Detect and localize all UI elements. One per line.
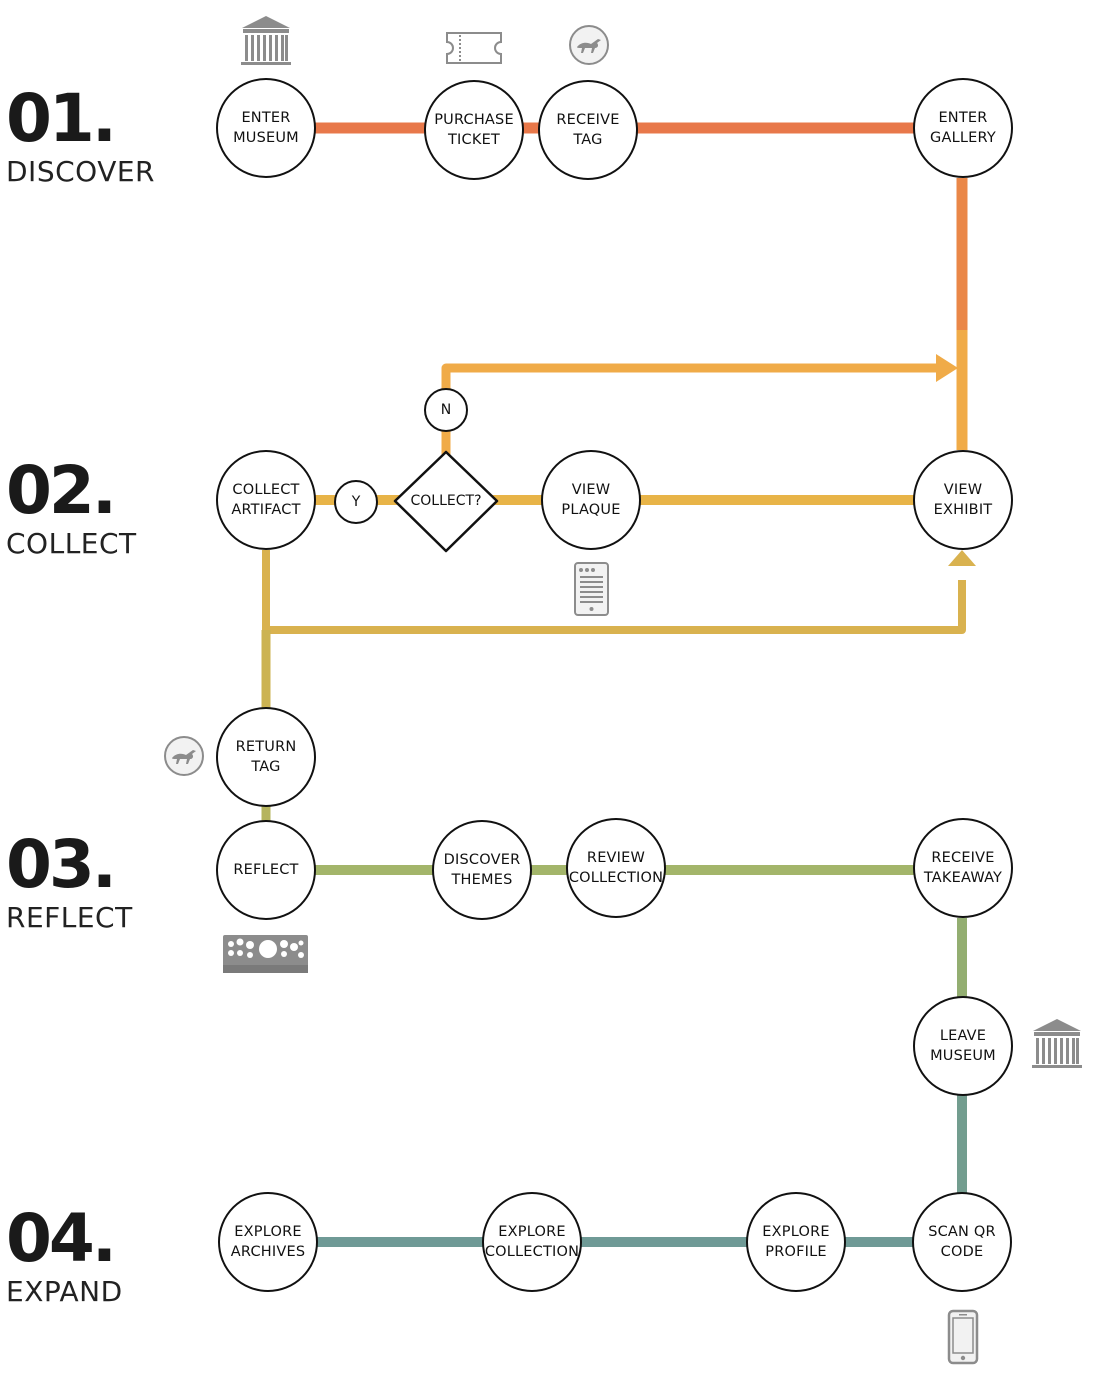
node-label: TAG (251, 759, 281, 775)
node-receive-takeaway: RECEIVE TAKEAWAY (913, 818, 1013, 918)
node-label: RECEIVE (931, 850, 995, 866)
no-branch-arrowhead (936, 354, 958, 382)
stage-name: COLLECT (6, 527, 137, 560)
node-view-exhibit: VIEW EXHIBIT (913, 450, 1013, 550)
node-label: PROFILE (765, 1244, 827, 1260)
decision-yes-node: Y (334, 480, 378, 524)
node-label: COLLECTION (568, 870, 664, 886)
stage-reflect: 03. REFLECT (6, 832, 133, 934)
stage-collect: 02. COLLECT (6, 458, 137, 560)
node-label: ARCHIVES (230, 1244, 306, 1260)
node-label: ENTER (938, 110, 988, 126)
node-label: TAKEAWAY (923, 870, 1003, 886)
dinosaur-tag-icon (569, 25, 609, 65)
return-to-exhibit-connector (262, 550, 966, 634)
collection-display-icon (223, 935, 308, 973)
node-label: EXPLORE (498, 1224, 566, 1240)
stage-number: 01. (6, 80, 117, 157)
node-label: EXHIBIT (933, 502, 993, 518)
node-scan-qr-code: SCAN QR CODE (912, 1192, 1012, 1292)
node-purchase-ticket: PURCHASE TICKET (424, 80, 524, 180)
node-label: COLLECTION (484, 1244, 580, 1260)
node-label: THEMES (451, 872, 513, 888)
node-label: TICKET (448, 132, 500, 148)
decision-yes-label: Y (351, 494, 361, 510)
decision-no-node: N (424, 388, 468, 432)
node-label: MUSEUM (233, 130, 299, 146)
node-label: SCAN QR (928, 1224, 996, 1240)
node-label: VIEW (943, 482, 983, 498)
stage-expand: 04. EXPAND (6, 1206, 123, 1308)
node-label: GALLERY (930, 130, 996, 146)
node-discover-themes: DISCOVER THEMES (432, 820, 532, 920)
dinosaur-tag-icon (164, 736, 204, 776)
node-label: COLLECT (232, 482, 300, 498)
node-label: CODE (940, 1244, 984, 1260)
node-explore-collection: EXPLORE COLLECTION (482, 1192, 582, 1292)
node-receive-tag: RECEIVE TAG (538, 80, 638, 180)
node-leave-museum: LEAVE MUSEUM (913, 996, 1013, 1096)
museum-icon (241, 16, 291, 65)
node-label: RECEIVE (556, 112, 620, 128)
phone-icon (947, 1309, 979, 1365)
stage-name: REFLECT (6, 901, 133, 934)
node-label: ENTER (241, 110, 291, 126)
node-label: REVIEW (586, 850, 646, 866)
node-view-plaque: VIEW PLAQUE (541, 450, 641, 550)
node-enter-museum: ENTER MUSEUM (216, 78, 316, 178)
node-explore-profile: EXPLORE PROFILE (746, 1192, 846, 1292)
ticket-icon (446, 32, 502, 64)
museum-icon (1032, 1019, 1082, 1068)
return-to-exhibit-arrowhead (948, 550, 976, 566)
node-label: VIEW (571, 482, 611, 498)
node-label: LEAVE (939, 1028, 987, 1044)
node-label: REFLECT (233, 862, 299, 878)
stage-number: 02. (6, 452, 117, 529)
node-label: ARTIFACT (231, 502, 301, 518)
node-label: EXPLORE (234, 1224, 302, 1240)
stage-number: 04. (6, 1200, 117, 1277)
node-explore-archives: EXPLORE ARCHIVES (218, 1192, 318, 1292)
stage-name: EXPAND (6, 1275, 123, 1308)
node-return-tag: RETURN TAG (216, 707, 316, 807)
node-enter-gallery: ENTER GALLERY (913, 78, 1013, 178)
stage-number: 03. (6, 826, 117, 903)
plaque-tablet-icon (574, 562, 609, 616)
stage-name: DISCOVER (6, 155, 155, 188)
node-review-collection: REVIEW COLLECTION (566, 818, 666, 918)
node-label: PURCHASE (434, 112, 514, 128)
decision-label: COLLECT? (410, 493, 482, 509)
node-reflect: REFLECT (216, 820, 316, 920)
node-label: DISCOVER (443, 852, 521, 868)
node-label: EXPLORE (762, 1224, 830, 1240)
node-collect-artifact: COLLECT ARTIFACT (216, 450, 316, 550)
node-label: MUSEUM (930, 1048, 996, 1064)
stage-discover: 01. DISCOVER (6, 86, 155, 188)
collect-decision-diamond (393, 450, 499, 553)
no-branch-connector (441, 363, 940, 410)
decision-no-label: N (440, 402, 452, 418)
node-label: RETURN (235, 739, 297, 755)
node-label: PLAQUE (561, 502, 621, 518)
node-label: TAG (573, 132, 603, 148)
